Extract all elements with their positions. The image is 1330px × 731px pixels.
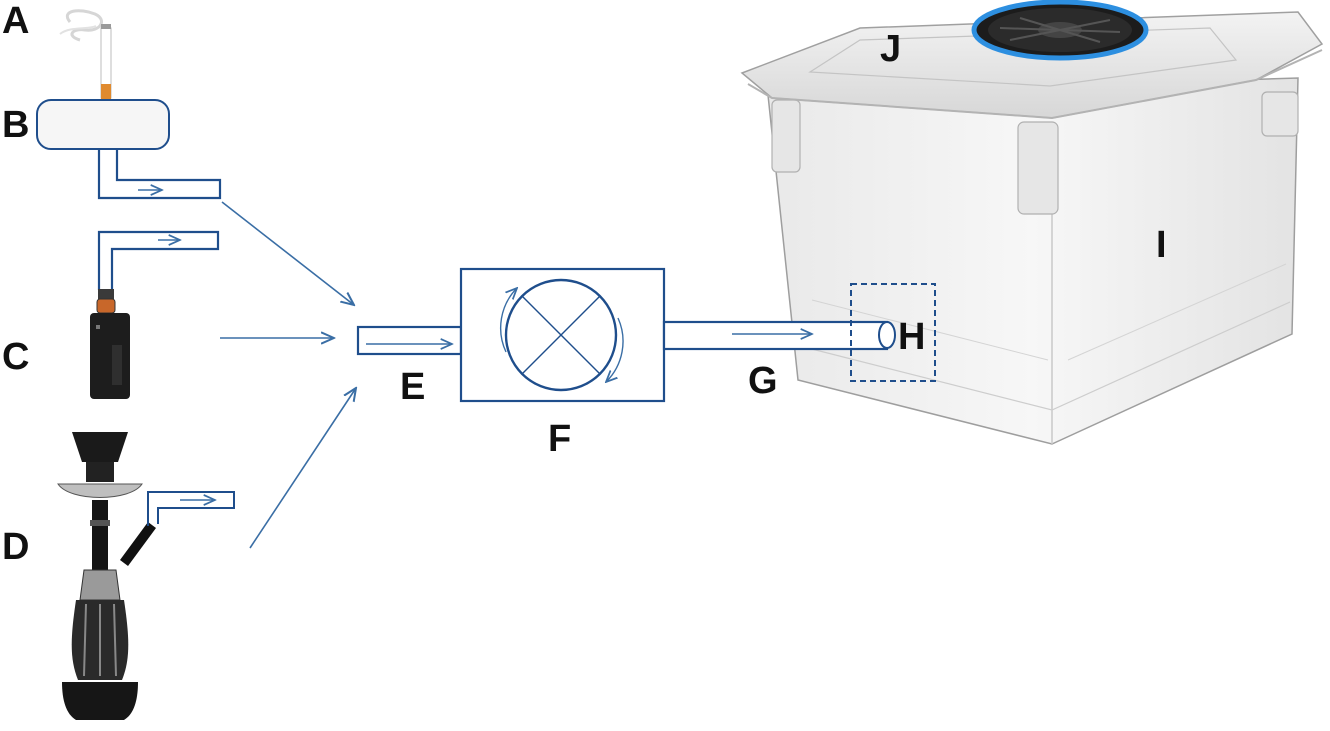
arrow-d-to-e bbox=[249, 388, 356, 549]
smoking-machine-icon bbox=[36, 99, 222, 200]
cigarette-icon bbox=[59, 9, 112, 100]
label-d: D bbox=[2, 526, 30, 568]
outlet-tube bbox=[662, 320, 889, 351]
outlet-tube-end bbox=[878, 321, 896, 349]
label-g: G bbox=[748, 360, 778, 402]
label-e: E bbox=[400, 366, 426, 408]
label-f: F bbox=[548, 418, 572, 460]
label-c: C bbox=[2, 336, 30, 378]
arrow-b-to-e bbox=[221, 201, 354, 305]
chamber-inlet-highlight bbox=[850, 283, 936, 382]
label-a: A bbox=[2, 0, 30, 42]
fan-icon bbox=[971, 0, 1149, 61]
label-j: J bbox=[880, 28, 902, 70]
e-cigarette-icon bbox=[90, 230, 220, 399]
exposure-chamber-icon bbox=[740, 11, 1324, 445]
label-i: I bbox=[1156, 224, 1167, 266]
hookah-icon bbox=[57, 432, 235, 720]
label-b: B bbox=[2, 104, 30, 146]
pump-icon bbox=[459, 267, 666, 403]
label-h: H bbox=[898, 316, 926, 358]
inlet-tube bbox=[356, 325, 463, 356]
